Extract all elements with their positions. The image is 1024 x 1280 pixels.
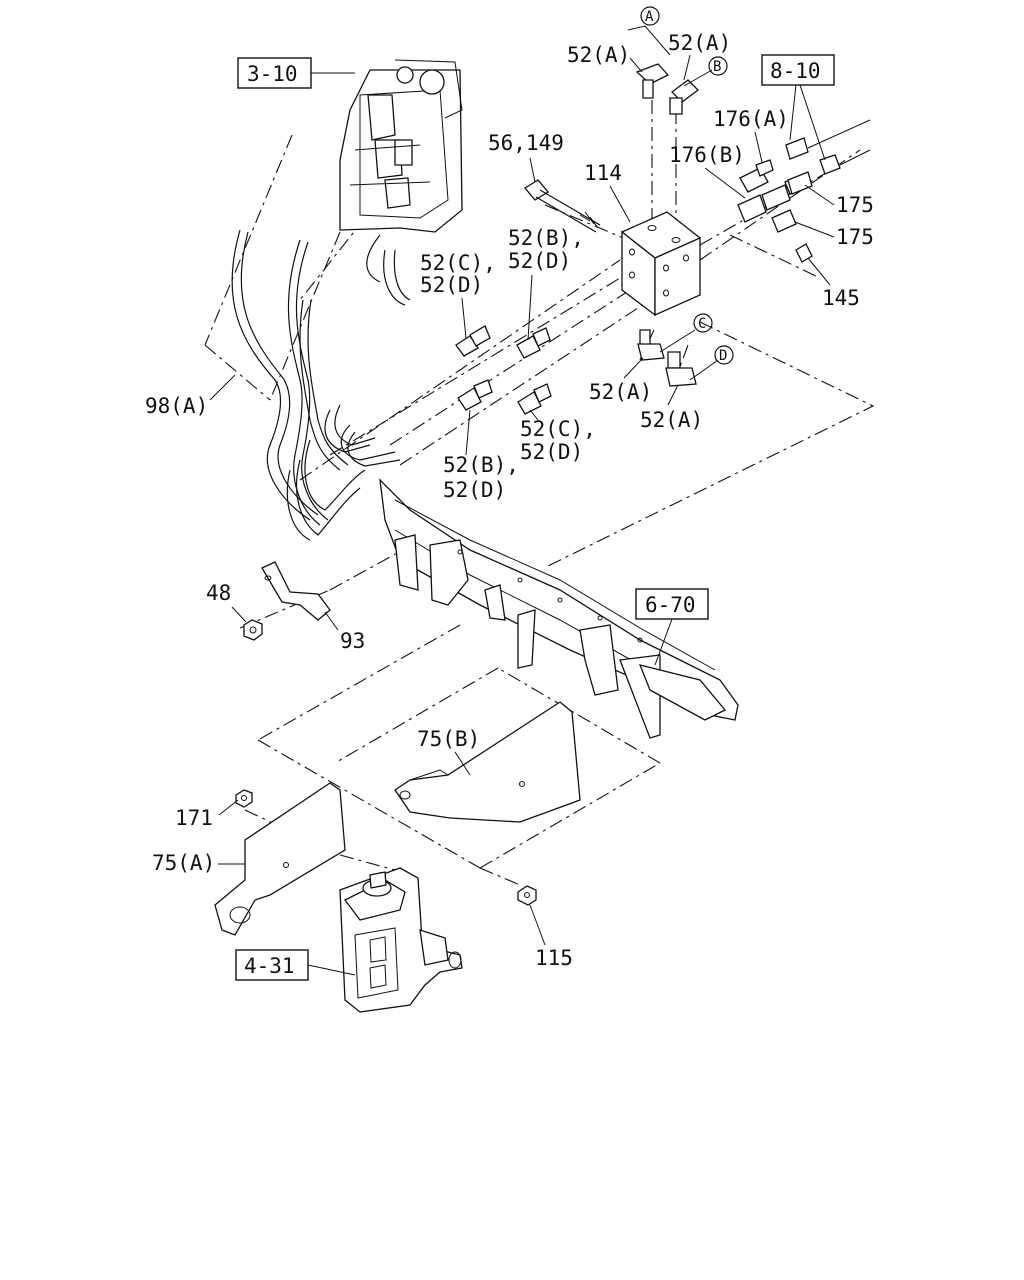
svg-text:B: B (713, 59, 721, 75)
pedal-mechanism-illustration (339, 59, 463, 306)
label-52d-lower-right: 52(D) (520, 440, 583, 464)
fittings-illustration (455, 25, 871, 415)
label-176b: 176(B) (669, 143, 745, 167)
ref-8-10-label: 8-10 (770, 59, 821, 83)
bracket-75a (214, 782, 537, 936)
pipe-bundle-illustration (231, 229, 401, 541)
label-48: 48 (206, 581, 231, 605)
frame-rail-illustration (379, 478, 739, 739)
bracket-75b (394, 701, 581, 823)
reference-3-10[interactable]: 3-10 (237, 57, 355, 89)
label-52a-top-1: 52(A) (567, 43, 630, 67)
label-176a: 176(A) (713, 107, 789, 131)
ref-4-31-label: 4-31 (244, 954, 295, 978)
label-75b: 75(B) (417, 727, 480, 751)
reference-8-10[interactable]: 8-10 (761, 54, 835, 161)
label-75a: 75(A) (152, 851, 215, 875)
label-114: 114 (584, 161, 622, 185)
label-52a-mid-2: 52(A) (640, 408, 703, 432)
reference-4-31[interactable]: 4-31 (235, 949, 356, 981)
label-52b-lower: 52(B), (443, 453, 519, 477)
label-52c-lower: 52(C), (520, 417, 596, 441)
circle-marker-c: C (693, 313, 713, 333)
injection-pump (339, 867, 463, 1013)
label-175-a: 175 (836, 193, 874, 217)
distribution-block (524, 179, 702, 317)
label-52d-upper: 52(D) (508, 249, 571, 273)
label-52a-top-2: 52(A) (668, 31, 731, 55)
label-52d-left: 52(D) (420, 273, 483, 297)
circle-marker-a: A (640, 6, 660, 26)
clip-and-nut (243, 561, 331, 641)
label-52b-comma: 52(B), (508, 226, 584, 250)
svg-text:D: D (719, 348, 727, 364)
label-98a: 98(A) (145, 394, 208, 418)
label-56-149: 56,149 (488, 131, 564, 155)
label-175-b: 175 (836, 225, 874, 249)
part-labels: 52(A) 52(A) 56,149 114 176(A) 176(B) 175… (145, 31, 874, 970)
circle-marker-d: D (714, 345, 734, 365)
label-93: 93 (340, 629, 365, 653)
ref-3-10-label: 3-10 (247, 62, 298, 86)
label-52d-lower-left: 52(D) (443, 478, 506, 502)
ref-6-70-label: 6-70 (645, 593, 696, 617)
reference-6-70[interactable]: 6-70 (635, 588, 709, 666)
label-52c-comma: 52(C), (420, 251, 496, 275)
label-145: 145 (822, 286, 860, 310)
label-52a-mid-1: 52(A) (589, 380, 652, 404)
svg-text:A: A (645, 9, 654, 25)
svg-text:C: C (698, 316, 706, 332)
label-171: 171 (175, 806, 213, 830)
circle-marker-b: B (708, 56, 728, 76)
label-115: 115 (535, 946, 573, 970)
